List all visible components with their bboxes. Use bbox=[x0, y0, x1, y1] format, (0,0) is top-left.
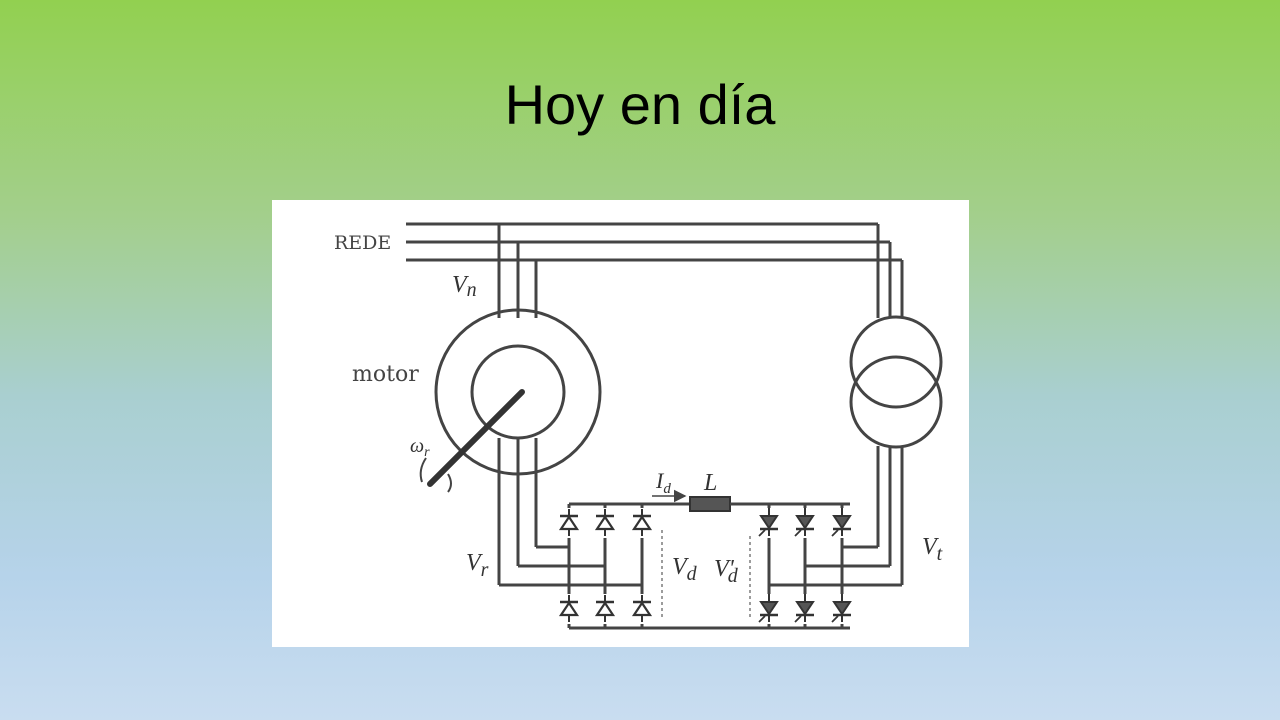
grid-label: REDE bbox=[334, 232, 391, 254]
vd-sub: d bbox=[687, 563, 698, 585]
vd-prime-label: V'd bbox=[714, 556, 739, 587]
vn-label: Vn bbox=[452, 272, 477, 301]
vd-prime-sub: d bbox=[728, 565, 739, 587]
vn-sub: n bbox=[467, 279, 477, 301]
vt-label: Vt bbox=[922, 534, 943, 565]
motor-symbol bbox=[419, 308, 602, 493]
omega-label: ωr bbox=[410, 435, 430, 460]
motor-label: motor bbox=[352, 362, 419, 387]
motor-stator-feed bbox=[497, 224, 538, 318]
vr-sub: r bbox=[481, 559, 489, 581]
vd-label: Vd bbox=[672, 554, 698, 585]
vr-label: Vr bbox=[466, 550, 489, 581]
omega-main: ω bbox=[410, 435, 424, 457]
circuit-svg: REDE Vn motor ωr Id L Vd V'd Vr Vt bbox=[334, 222, 943, 630]
id-main: I bbox=[655, 468, 665, 493]
id-sub: d bbox=[663, 481, 671, 497]
transformer-symbol bbox=[849, 315, 943, 449]
transformer-secondary-connections bbox=[769, 446, 904, 587]
grid-lines bbox=[406, 222, 902, 262]
inductor-label: L bbox=[703, 470, 717, 496]
vt-main: V bbox=[922, 534, 939, 560]
thyristor-inverter-bridge bbox=[757, 504, 853, 628]
id-label: Id bbox=[655, 468, 671, 497]
slide-title: Hoy en día bbox=[504, 73, 776, 136]
vd-prime-main: V' bbox=[714, 556, 735, 582]
vt-sub: t bbox=[937, 543, 943, 565]
vr-main: V bbox=[466, 550, 483, 576]
transformer-primary-feed bbox=[876, 224, 904, 318]
vd-main: V bbox=[672, 554, 689, 580]
vn-main: V bbox=[452, 272, 469, 298]
diode-rectifier-bridge bbox=[558, 502, 752, 630]
omega-sub: r bbox=[424, 445, 430, 460]
circuit-diagram: REDE Vn motor ωr Id L Vd V'd Vr Vt bbox=[272, 200, 969, 647]
